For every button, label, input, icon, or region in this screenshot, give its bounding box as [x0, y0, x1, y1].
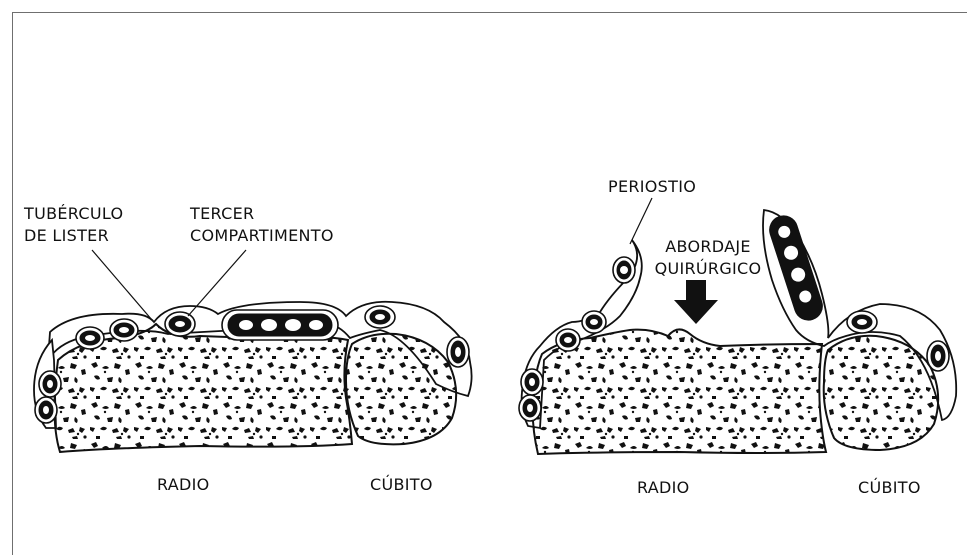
label-abordaje-line1: ABORDAJE: [648, 236, 768, 258]
label-radio-right: RADIO: [637, 477, 690, 499]
label-tuberculo-de-lister: TUBÉRCULO DE LISTER: [24, 203, 123, 247]
label-periostio: PERIOSTIO: [608, 176, 696, 198]
label-cubito-right: CÚBITO: [858, 477, 921, 499]
tuberculo-leader-line: [92, 250, 152, 320]
surgical-approach-arrow: [674, 280, 718, 324]
tercer-leader-line: [188, 250, 246, 316]
label-cubito-left: CÚBITO: [370, 474, 433, 496]
label-tuberculo-line2: DE LISTER: [24, 225, 123, 247]
label-radio-left: RADIO: [157, 474, 210, 496]
left-diagram: [34, 250, 472, 452]
label-abordaje-quirurgico: ABORDAJE QUIRÚRGICO: [648, 236, 768, 280]
label-tuberculo-line1: TUBÉRCULO: [24, 203, 123, 225]
label-abordaje-line2: QUIRÚRGICO: [648, 258, 768, 280]
label-tercer-compartimento: TERCER COMPARTIMENTO: [190, 203, 334, 247]
label-tercer-line1: TERCER: [190, 203, 334, 225]
label-tercer-line2: COMPARTIMENTO: [190, 225, 334, 247]
